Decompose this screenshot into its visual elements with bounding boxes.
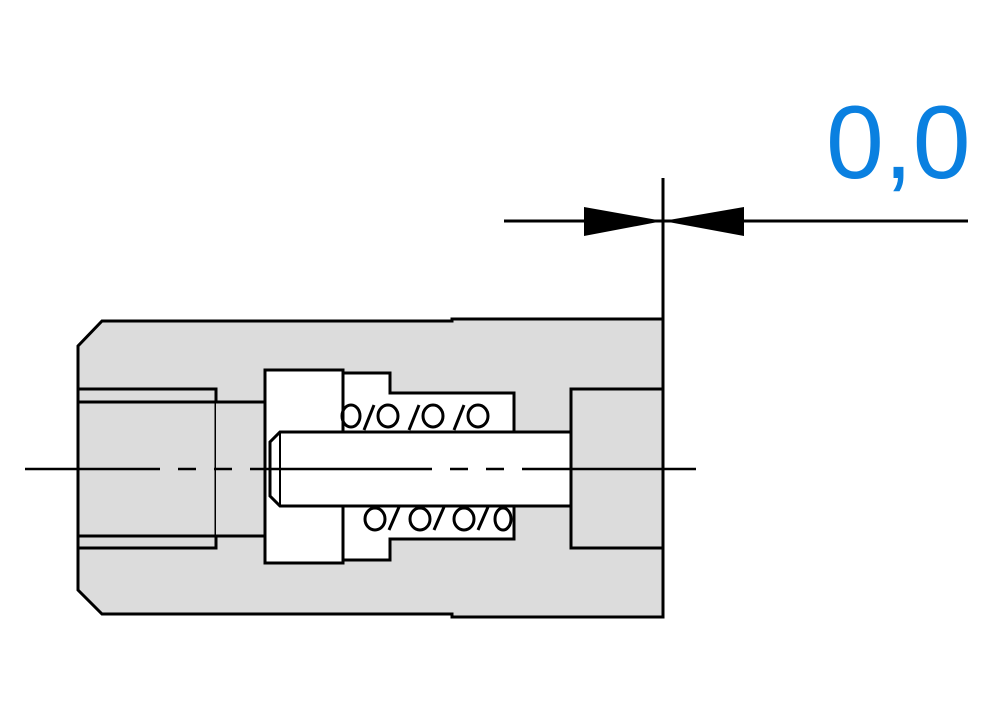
dimension-value-label: 0,0 (826, 85, 971, 201)
spring-coil-stroke (387, 506, 401, 531)
spring-coil-stroke (362, 404, 376, 431)
spring-coil-icon (493, 506, 513, 532)
spring-coils-top (340, 403, 490, 431)
spring-coil-icon (363, 506, 387, 532)
spring-coil-icon (466, 403, 490, 429)
spring-coil-stroke (476, 506, 490, 531)
dimension-arrow-left-icon (584, 207, 663, 236)
spring-coil-icon (421, 403, 445, 429)
dimension-annotation (504, 178, 968, 321)
spring-coil-icon (452, 506, 476, 532)
spring-coil-icon (340, 403, 362, 429)
spring-coils-bottom (363, 506, 513, 532)
spring-coil-icon (376, 403, 400, 429)
dimension-arrow-right-icon (663, 207, 744, 236)
spring-coil-stroke (452, 404, 466, 431)
spring-coil-icon (408, 506, 432, 532)
spring-coil-stroke (432, 506, 446, 531)
spring-coil-stroke (407, 404, 421, 431)
